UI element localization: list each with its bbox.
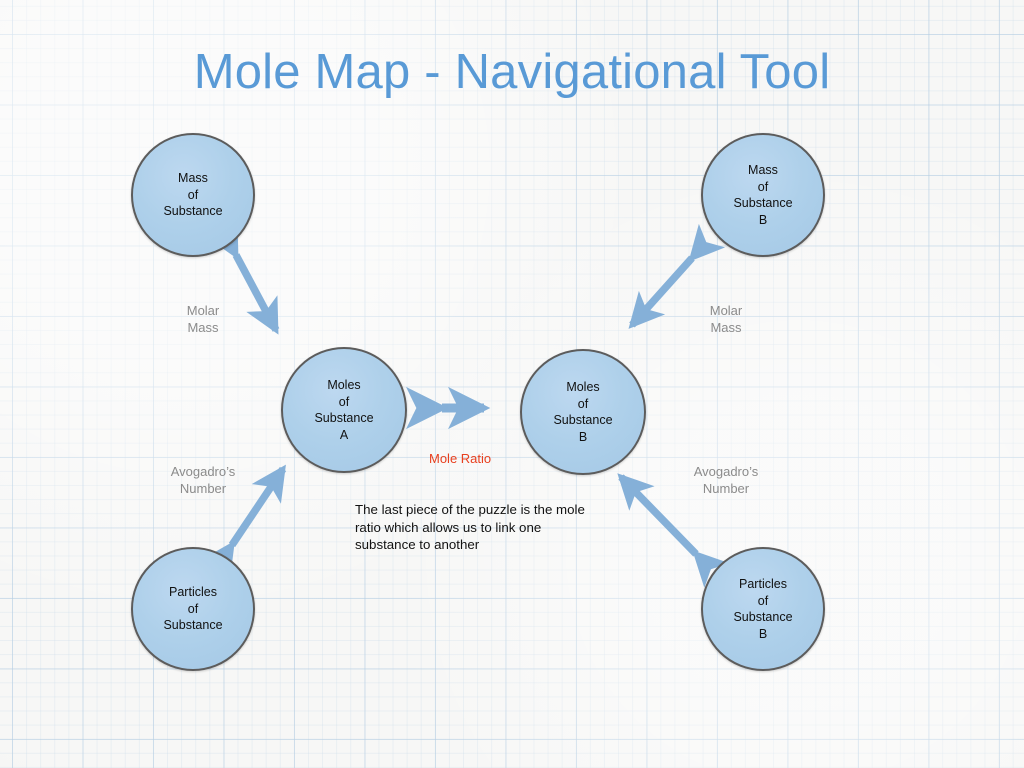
- arrow-particles-a-moles-a: [200, 464, 287, 580]
- arrow-particles-b-moles-b: [617, 473, 730, 588]
- node-line: of: [757, 179, 769, 194]
- node-moles-of-substance-a[interactable]: Moles of Substance A: [281, 347, 407, 473]
- node-line: B: [578, 429, 588, 444]
- node-line: of: [187, 187, 199, 202]
- label-line: Mass: [187, 320, 219, 335]
- node-line: Mass: [748, 163, 778, 177]
- node-label: Particles of Substance B: [733, 576, 792, 642]
- node-line: Substance: [733, 196, 793, 210]
- node-label: Mass of Substance B: [733, 162, 792, 228]
- node-line: of: [338, 394, 350, 409]
- node-line: B: [758, 212, 768, 227]
- arrow-mass-b-moles-b: [628, 223, 726, 329]
- node-line: Substance: [314, 411, 374, 425]
- connector-label-molar-mass-left: Molar Mass: [148, 302, 258, 336]
- node-moles-of-substance-b[interactable]: Moles of Substance B: [520, 349, 646, 475]
- connector-label-mole-ratio: Mole Ratio: [429, 451, 492, 466]
- node-line: Substance: [733, 610, 793, 624]
- node-label: Particles of Substance: [163, 584, 222, 634]
- node-line: Substance: [163, 618, 223, 633]
- node-label: Moles of Substance B: [553, 379, 612, 445]
- node-line: Particles: [739, 577, 787, 591]
- label-line: Number: [179, 481, 227, 496]
- node-label: Mass of Substance: [163, 170, 222, 220]
- node-line: Mass: [178, 171, 208, 186]
- node-label: Moles of Substance A: [314, 377, 373, 443]
- node-particles-of-substance-b[interactable]: Particles of Substance B: [701, 547, 825, 671]
- label-line: Number: [702, 481, 750, 496]
- node-line: Substance: [163, 204, 223, 219]
- connector-label-molar-mass-right: Molar Mass: [671, 302, 781, 336]
- node-line: Moles: [327, 378, 361, 392]
- label-line: Molar: [186, 303, 220, 318]
- node-line: of: [187, 601, 199, 616]
- node-mass-of-substance-b[interactable]: Mass of Substance B: [701, 133, 825, 257]
- node-line: Substance: [553, 413, 613, 427]
- page-title: Mole Map - Navigational Tool: [193, 45, 831, 99]
- label-line: Mass: [710, 320, 742, 335]
- explanatory-text: The last piece of the puzzle is the mole…: [355, 502, 585, 553]
- connector-label-avogadro-left: Avogadro’s Number: [143, 463, 263, 497]
- node-line: Moles: [566, 380, 600, 394]
- node-line: of: [757, 593, 769, 608]
- node-line: A: [339, 427, 349, 442]
- label-line: Molar: [709, 303, 743, 318]
- connector-label-avogadro-right: Avogadro’s Number: [666, 463, 786, 497]
- label-line: Avogadro’s: [170, 464, 236, 479]
- node-particles-of-substance-a[interactable]: Particles of Substance: [131, 547, 255, 671]
- node-line: of: [577, 396, 589, 411]
- node-mass-of-substance-a[interactable]: Mass of Substance: [131, 133, 255, 257]
- label-line: Avogadro’s: [693, 464, 759, 479]
- node-line: Particles: [169, 585, 217, 600]
- node-line: B: [758, 626, 768, 641]
- arrow-mass-a-moles-a: [206, 220, 280, 335]
